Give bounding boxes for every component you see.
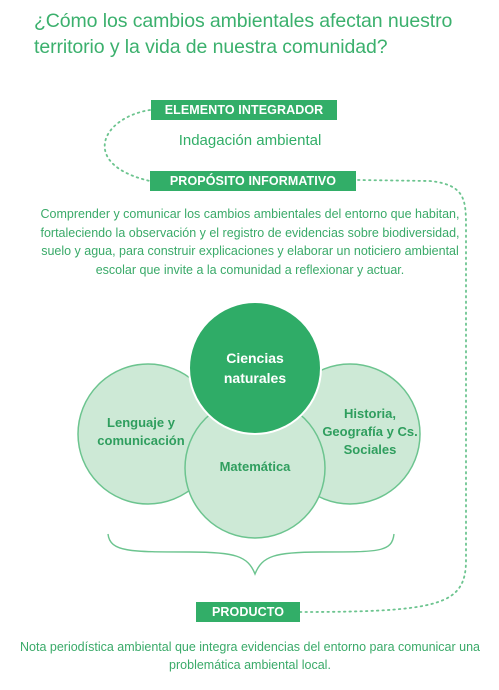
curly-brace [107, 533, 395, 576]
area-center-label: Ciencias naturales [223, 350, 287, 386]
producto-text: Nota periodística ambiental que integra … [20, 640, 481, 672]
circle-center [188, 301, 322, 435]
left-dotted-connector [103, 109, 151, 182]
elemento-integrador-label: ELEMENTO INTEGRADOR [151, 100, 337, 120]
page-title: ¿Cómo los cambios ambientales afectan nu… [34, 10, 453, 58]
proposito-text: Comprender y comunicar los cambios ambie… [40, 207, 460, 277]
area-right-label: Historia, Geografía y Cs. Sociales [322, 406, 418, 457]
area-left-label: Lenguaje y comunicación [97, 415, 185, 448]
area-middle-label: Matemática [219, 459, 291, 474]
proposito-label: PROPÓSITO INFORMATIVO [150, 171, 356, 191]
elemento-integrador-value: Indagación ambiental [178, 132, 322, 149]
producto-label: PRODUCTO [196, 602, 300, 622]
